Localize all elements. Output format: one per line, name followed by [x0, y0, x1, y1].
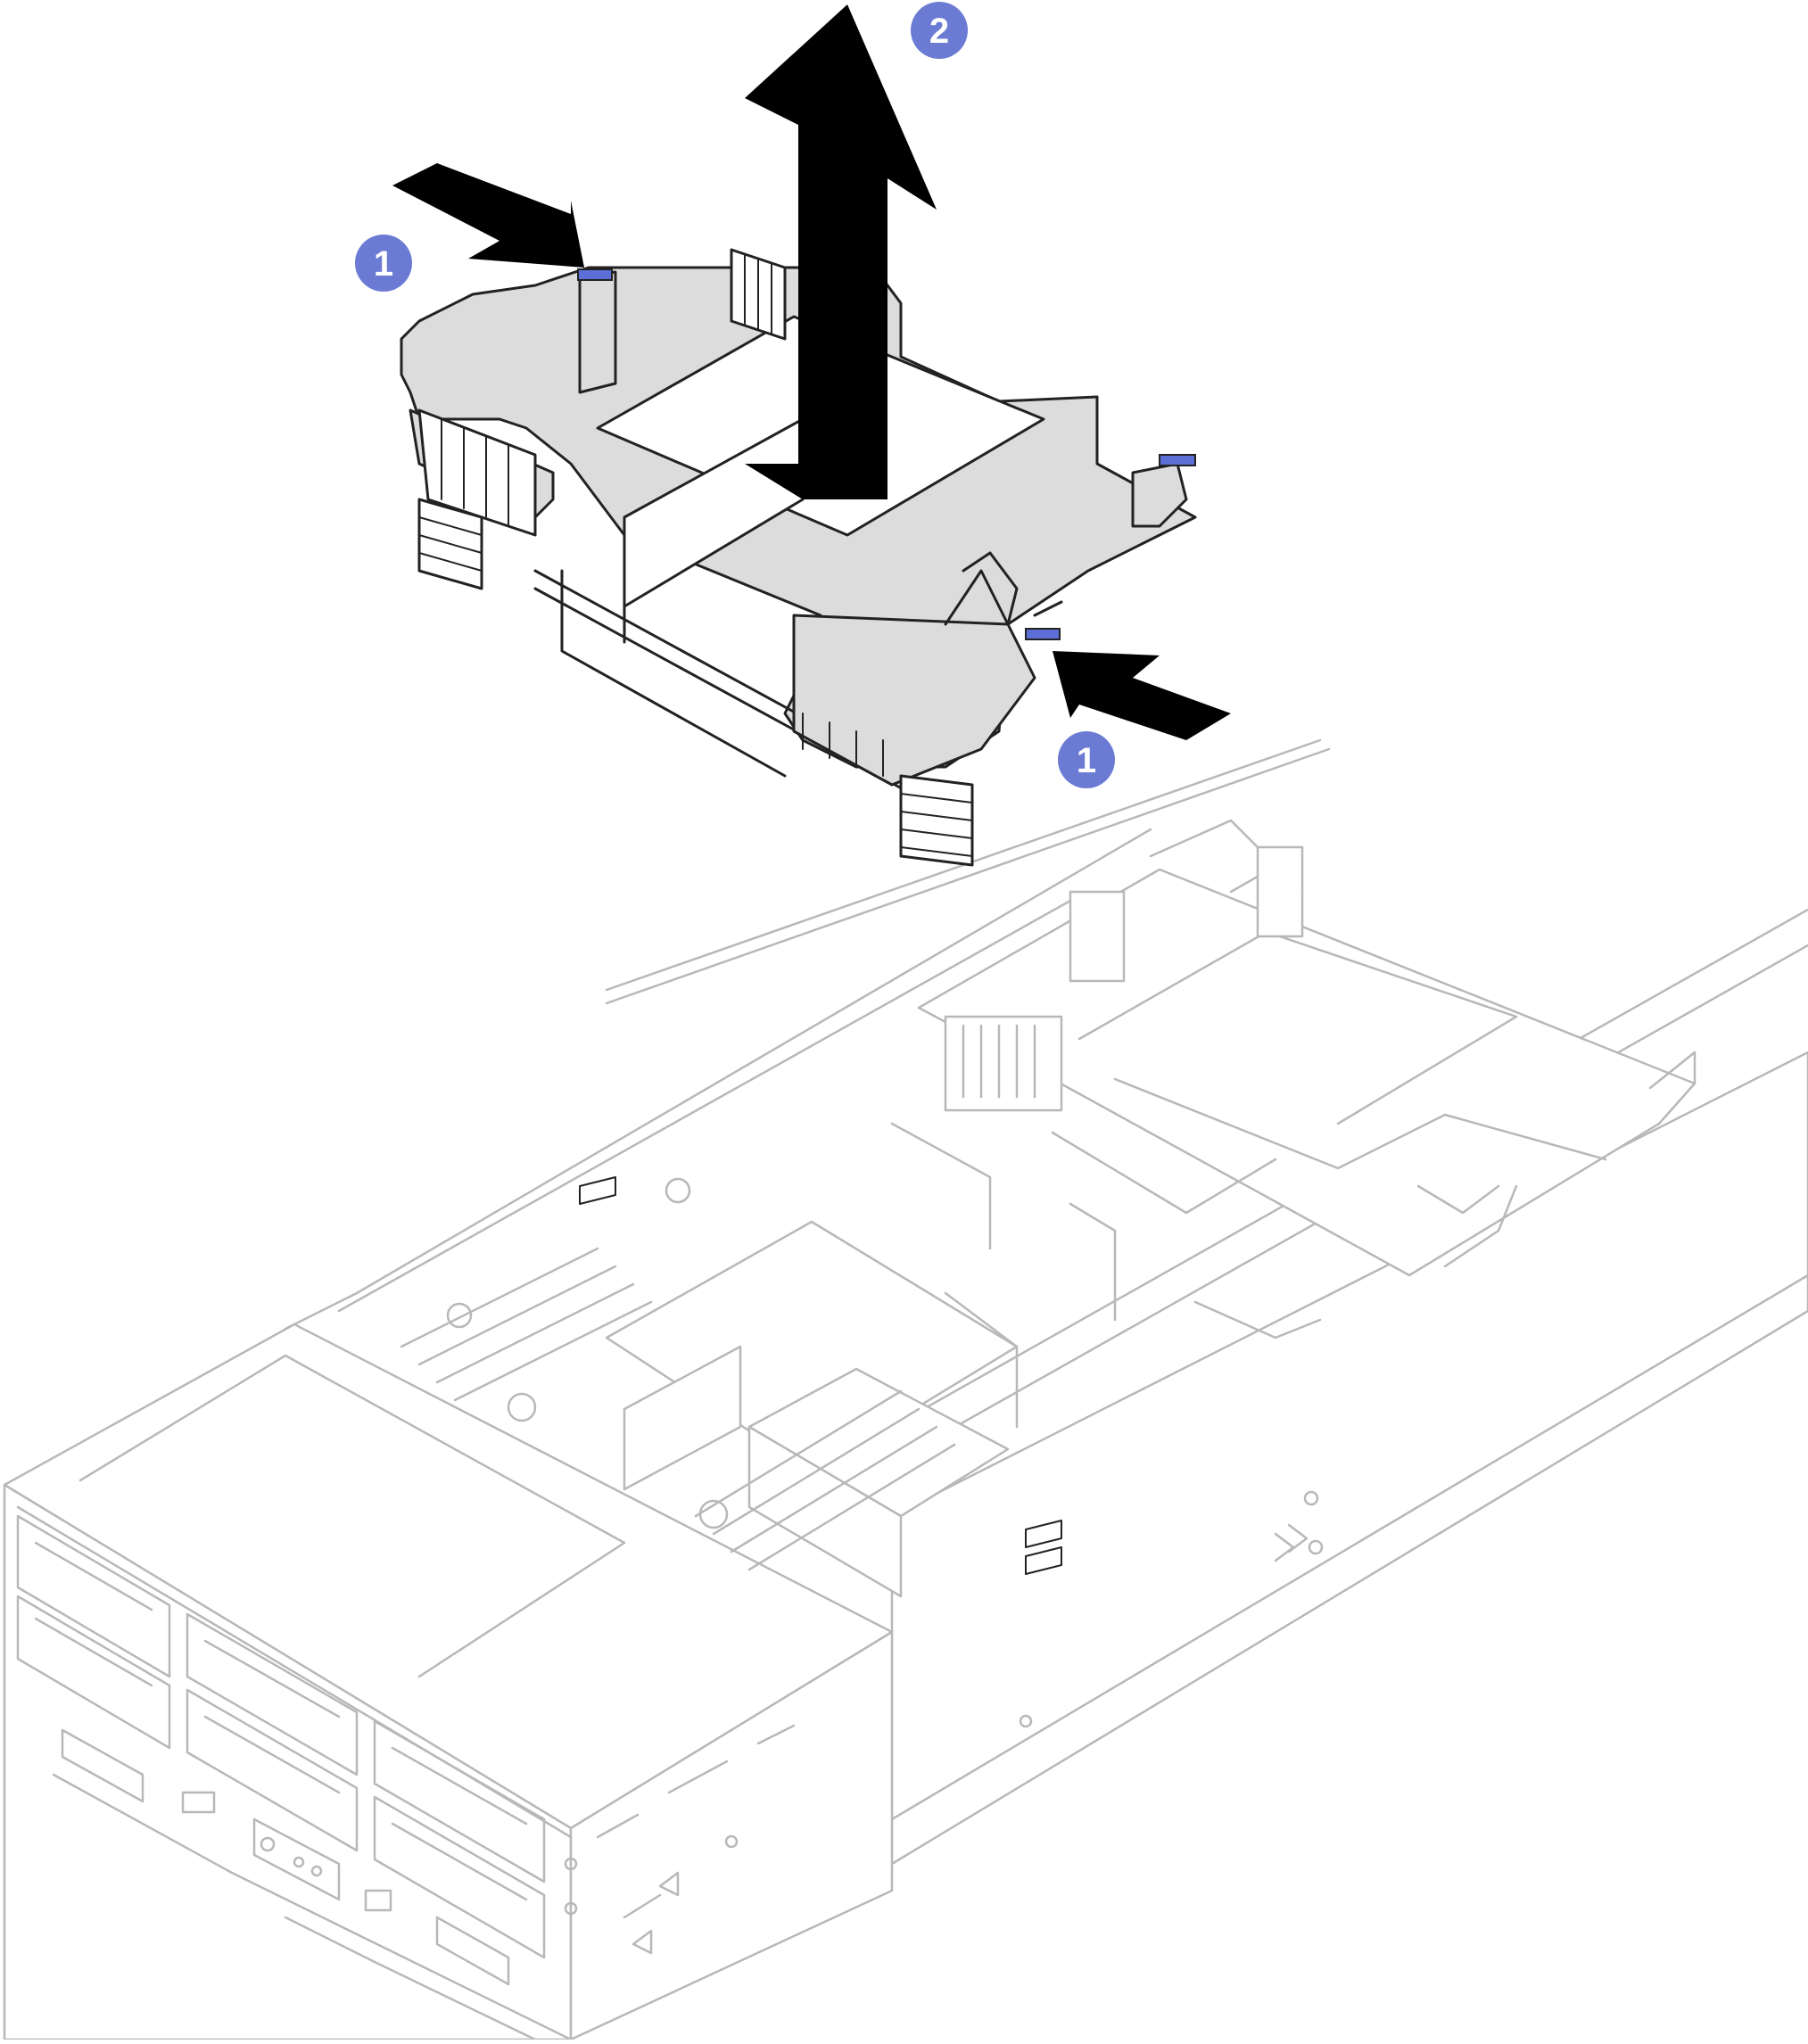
callout-label: 1 [374, 244, 393, 284]
right-release-tab [1025, 628, 1061, 640]
press-arrow-right [1053, 651, 1231, 740]
drive-cage [3, 1323, 894, 2041]
callout-1-left: 1 [355, 235, 412, 292]
callout-2: 2 [911, 2, 968, 59]
installed-air-baffle-outline [890, 819, 1697, 1339]
lift-arrow [745, 4, 937, 499]
rear-panel-ports [52, 1728, 573, 2041]
press-arrow-left [392, 163, 584, 268]
callout-label: 2 [929, 12, 949, 51]
callout-label: 1 [1077, 741, 1096, 780]
air-baffle [400, 248, 1197, 867]
motherboard-components [400, 1176, 1324, 1728]
drive-bays [16, 1514, 546, 1959]
action-arrows [392, 4, 1231, 740]
rear-release-tab [1159, 454, 1196, 466]
callout-1-right: 1 [1058, 731, 1115, 788]
server-node-chassis [3, 738, 1808, 2041]
left-release-tab [577, 268, 613, 281]
